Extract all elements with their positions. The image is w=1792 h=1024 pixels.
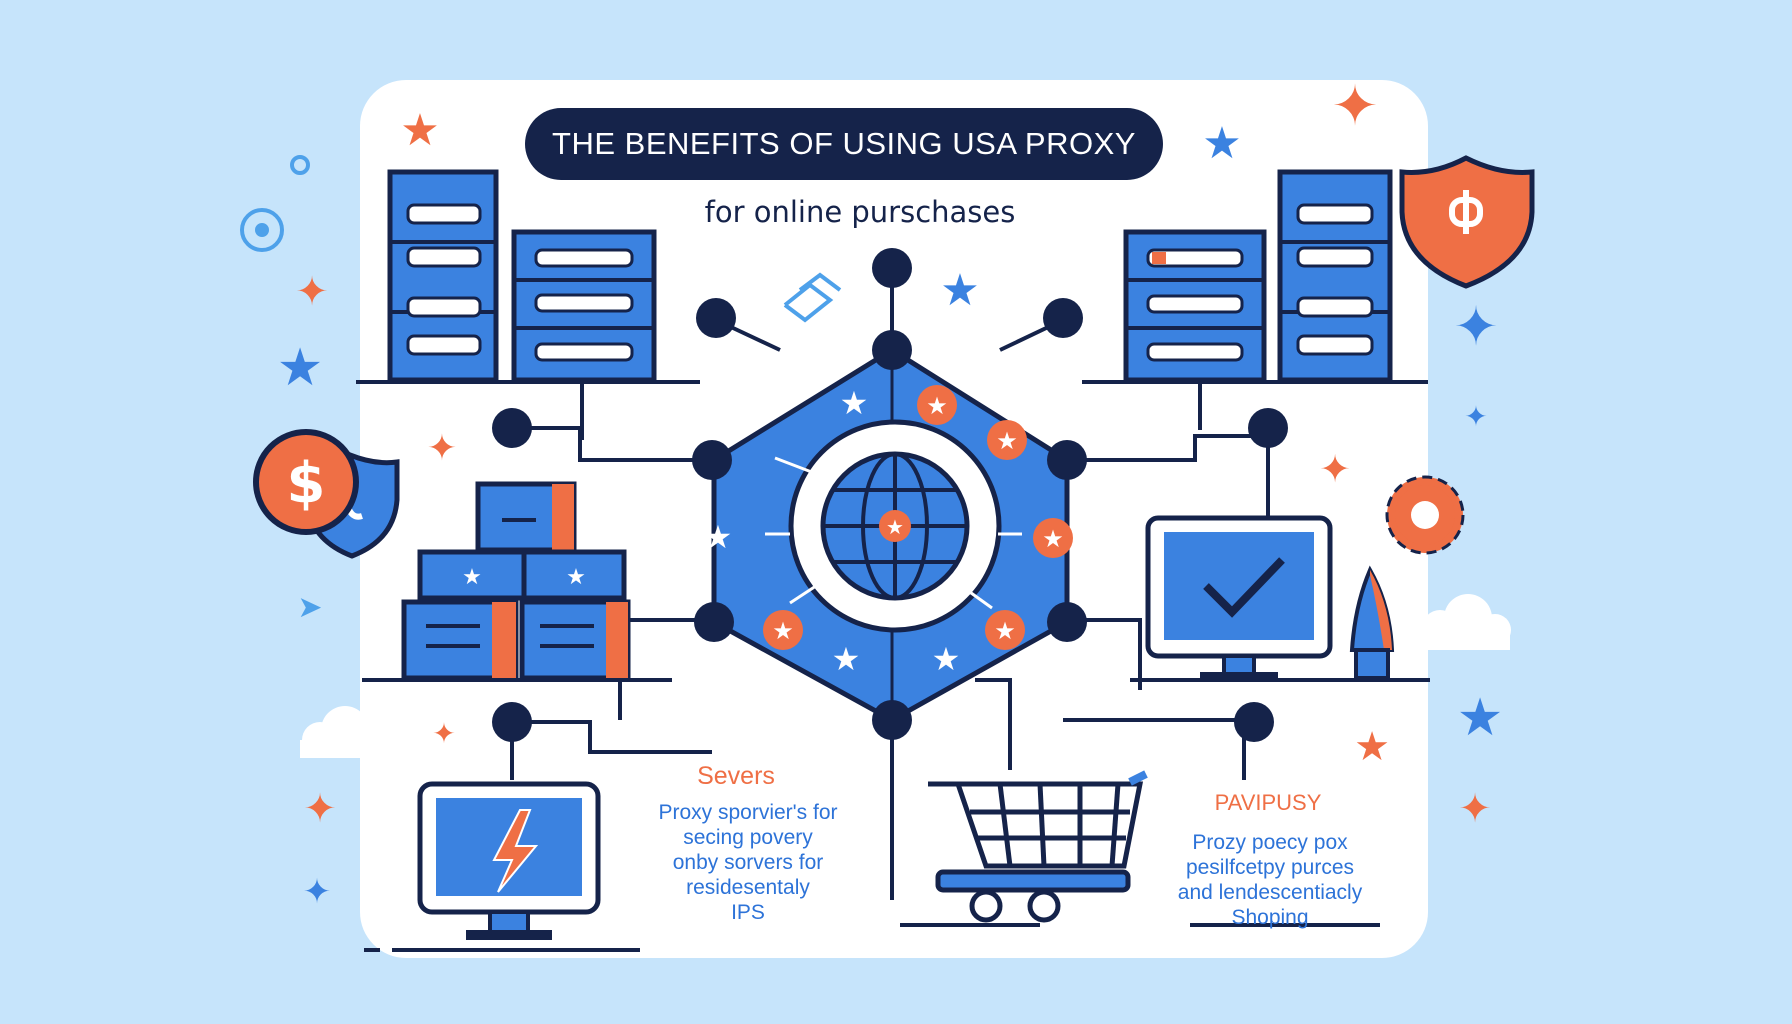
left-panel-line: Proxy sporvier's for bbox=[658, 801, 838, 824]
page-title: THE BENEFITS OF USING USA PROXY bbox=[525, 108, 1163, 180]
left-panel-line: secing povery bbox=[683, 826, 813, 849]
target-icon bbox=[240, 155, 310, 252]
server-rack-icon bbox=[1277, 169, 1393, 383]
sparkle-icon: ★ ★ ★ ★ ★ ★ ✦ ✦ ✦ ✦ ✦ ✦ ✦ ✦ ✦ ✦ ➤ bbox=[277, 74, 1504, 912]
svg-text:✦: ✦ bbox=[303, 786, 337, 832]
svg-text:$: $ bbox=[287, 451, 326, 516]
right-panel-line: Shoping bbox=[1231, 906, 1309, 929]
svg-text:★: ★ bbox=[277, 338, 324, 398]
server-stack-icon: ★ ★ bbox=[401, 481, 631, 681]
right-panel-line: Prozy poecy pox bbox=[1192, 831, 1348, 854]
svg-text:✦: ✦ bbox=[1453, 295, 1498, 358]
cloud-icon bbox=[300, 706, 386, 758]
svg-text:✦: ✦ bbox=[1458, 786, 1492, 832]
svg-text:★: ★ bbox=[462, 565, 482, 590]
svg-text:✦: ✦ bbox=[1332, 74, 1379, 139]
right-panel-description: Prozy poecy pox pesilfcetpy purces and l… bbox=[1140, 830, 1400, 930]
star-icon: ★ ★ ★ ★ bbox=[704, 384, 961, 678]
gear-icon bbox=[1385, 475, 1465, 555]
shopping-cart-icon bbox=[928, 770, 1148, 923]
server-rack-icon bbox=[511, 229, 657, 383]
page-subtitle: for online purschases bbox=[704, 195, 1016, 229]
svg-text:★: ★ bbox=[932, 640, 961, 678]
network-connectors bbox=[510, 268, 1270, 900]
svg-text:★: ★ bbox=[566, 565, 586, 590]
svg-text:✦: ✦ bbox=[427, 428, 457, 469]
svg-text:★: ★ bbox=[1042, 525, 1064, 553]
svg-text:✦: ✦ bbox=[1319, 447, 1351, 491]
svg-text:✦: ✦ bbox=[303, 872, 332, 912]
left-panel-line: IPS bbox=[731, 901, 765, 924]
rocket-icon bbox=[1349, 565, 1395, 680]
svg-text:★: ★ bbox=[704, 518, 733, 556]
svg-text:★: ★ bbox=[1354, 724, 1390, 770]
right-panel-line: and lendescentiacly bbox=[1177, 881, 1363, 904]
left-panel-heading: Severs bbox=[697, 762, 775, 790]
svg-text:★: ★ bbox=[994, 617, 1016, 645]
svg-text:★: ★ bbox=[886, 515, 904, 539]
svg-text:★: ★ bbox=[400, 105, 439, 156]
monitor-lightning-icon bbox=[417, 781, 601, 940]
svg-text:★: ★ bbox=[996, 427, 1018, 455]
monitor-check-icon bbox=[1145, 515, 1333, 682]
left-panel-line: onby sorvers for bbox=[672, 851, 824, 874]
dollar-coin-icon: $ bbox=[253, 429, 359, 535]
svg-text:✦: ✦ bbox=[1464, 400, 1487, 433]
svg-text:★: ★ bbox=[1457, 688, 1504, 748]
right-panel-heading: PAVIPUSY bbox=[1214, 790, 1322, 815]
svg-text:★: ★ bbox=[1202, 118, 1241, 169]
network-nodes bbox=[492, 248, 1288, 742]
star-badges: ★ ★ ★ ★ ★ ★ bbox=[763, 385, 1073, 650]
svg-text:★: ★ bbox=[926, 392, 948, 420]
left-panel-line: residesentaly bbox=[686, 876, 810, 899]
svg-text:✦: ✦ bbox=[295, 269, 329, 315]
server-rack-icon bbox=[1123, 229, 1267, 383]
svg-text:★: ★ bbox=[840, 384, 869, 422]
svg-text:➤: ➤ bbox=[297, 590, 322, 625]
svg-text:✦: ✦ bbox=[432, 717, 455, 750]
cloud-icon bbox=[1420, 594, 1511, 650]
ticket-icon bbox=[783, 272, 842, 323]
shield-icon bbox=[1399, 155, 1535, 289]
server-rack-icon bbox=[387, 169, 499, 383]
svg-text:★: ★ bbox=[772, 617, 794, 645]
left-panel-description: Proxy sporvier's for secing povery onby … bbox=[628, 800, 868, 925]
svg-text:★: ★ bbox=[940, 265, 979, 316]
right-panel-line: pesilfcetpy purces bbox=[1185, 856, 1355, 879]
svg-text:★: ★ bbox=[832, 640, 861, 678]
